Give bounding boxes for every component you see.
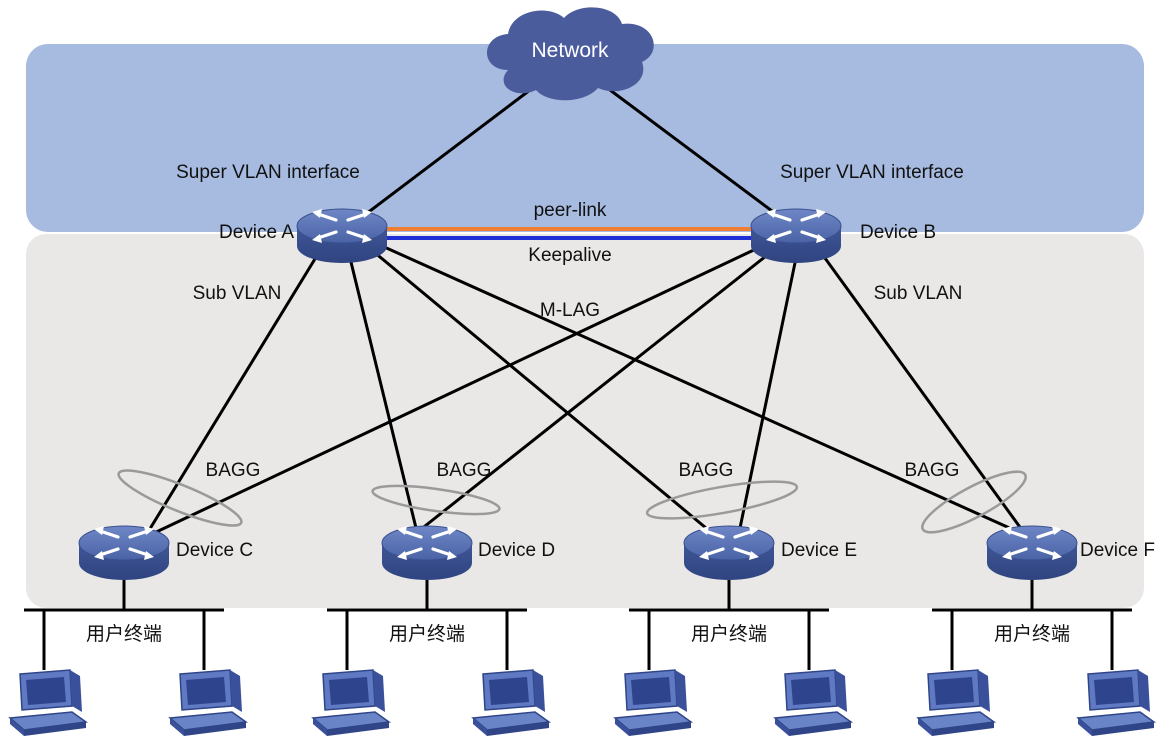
sub-vlan-label-left: Sub VLAN xyxy=(193,283,282,304)
bagg-label: BAGG xyxy=(679,460,734,481)
device-e-switch[interactable] xyxy=(682,524,776,582)
pc-icon xyxy=(1077,669,1155,737)
peer-link-label: peer-link xyxy=(534,200,607,221)
network-label: Network xyxy=(531,39,609,62)
pc-icon xyxy=(9,669,87,737)
pc-icon xyxy=(917,669,995,737)
uplink-a xyxy=(365,88,531,216)
device-d-switch[interactable] xyxy=(380,524,474,582)
sub-vlan-label-right: Sub VLAN xyxy=(874,283,963,304)
device-e-label: Device E xyxy=(781,540,857,561)
user-pcs xyxy=(9,669,1155,737)
sub-vlan-zone xyxy=(26,234,1144,608)
bagg-label: BAGG xyxy=(905,460,960,481)
links-device-b xyxy=(151,246,1024,536)
pc-icon xyxy=(169,669,247,737)
pc-icon xyxy=(312,669,390,737)
user-terminal-label: 用户终端 xyxy=(691,623,767,645)
bagg-label: BAGG xyxy=(437,460,492,481)
device-d-label: Device D xyxy=(478,540,555,561)
super-vlan-zone xyxy=(26,44,1144,232)
access-buses xyxy=(24,580,1132,670)
device-a-switch[interactable] xyxy=(295,207,389,265)
device-c-switch[interactable] xyxy=(77,524,171,582)
device-c-label: Device C xyxy=(176,540,253,561)
mlag-label: M-LAG xyxy=(540,300,600,321)
links-device-a xyxy=(146,244,1015,533)
device-b-label: Device B xyxy=(860,222,936,243)
user-terminal-label: 用户终端 xyxy=(389,623,465,645)
super-vlan-label-left: Super VLAN interface xyxy=(176,162,360,183)
super-vlan-label-right: Super VLAN interface xyxy=(780,162,964,183)
pc-icon xyxy=(614,669,692,737)
device-a-label: Device A xyxy=(219,222,294,243)
pc-icon xyxy=(774,669,852,737)
network-cloud: Network xyxy=(487,7,654,101)
pc-icon xyxy=(472,669,550,737)
keepalive-label: Keepalive xyxy=(528,245,611,266)
device-f-switch[interactable] xyxy=(985,524,1079,582)
user-terminal-label: 用户终端 xyxy=(86,623,162,645)
bagg-label: BAGG xyxy=(206,460,261,481)
user-terminal-label: 用户终端 xyxy=(994,623,1070,645)
bagg-rings xyxy=(117,469,1027,534)
device-b-switch[interactable] xyxy=(749,207,843,265)
device-f-label: Device F xyxy=(1080,540,1155,561)
uplink-b xyxy=(609,88,777,216)
